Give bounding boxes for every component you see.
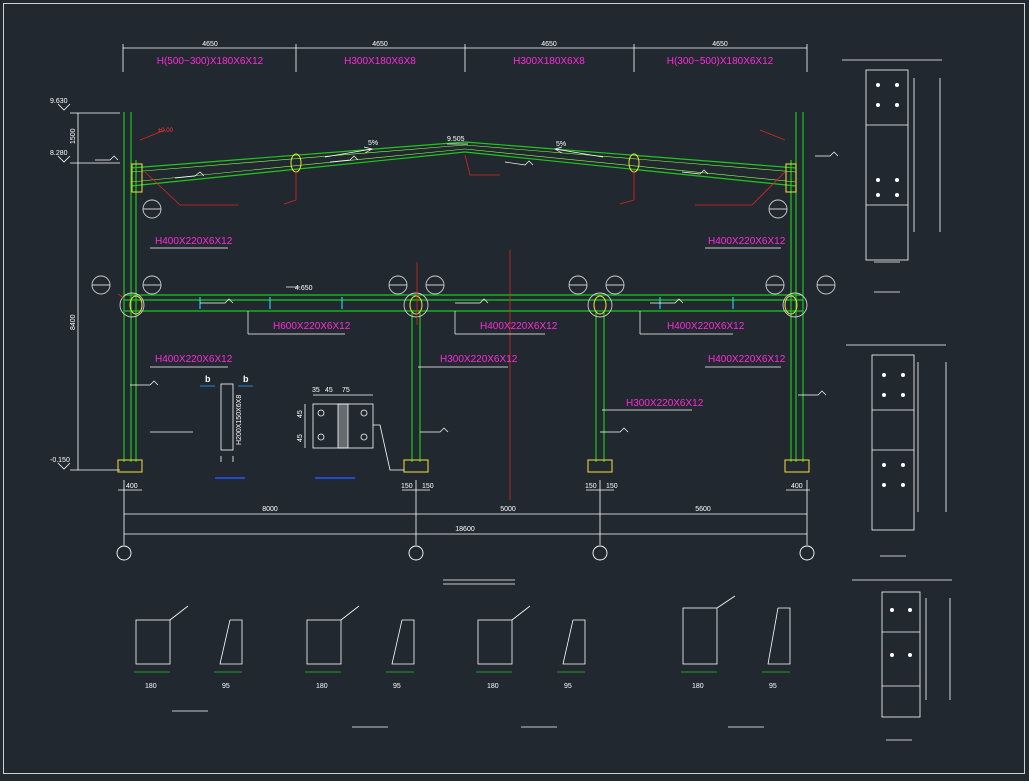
bottom-total: 18600 xyxy=(455,526,475,533)
label-underlines xyxy=(150,247,781,411)
elev-9630: 9.630 xyxy=(50,98,68,105)
top-dim-2: 4650 xyxy=(372,41,388,48)
bolted-joints xyxy=(117,153,810,473)
red-note-left: ±0.00 xyxy=(158,128,174,134)
label-beam-2: H400X220X6X12 xyxy=(480,321,558,332)
top-dim-3: 4650 xyxy=(541,41,557,48)
label-beam-3: H400X220X6X12 xyxy=(667,321,745,332)
section-circles xyxy=(91,199,836,318)
slope-left: 5% xyxy=(368,140,378,147)
detail-dim-8: 95 xyxy=(769,683,777,690)
detail-dim-4: 95 xyxy=(393,683,401,690)
label-col-left-lower: H400X220X6X12 xyxy=(155,354,233,365)
steel-frame xyxy=(123,112,804,462)
plate-dim-5: 45 xyxy=(297,434,304,442)
axis-bubbles xyxy=(116,545,815,561)
detail-dim-7: 180 xyxy=(692,683,704,690)
bottom-dim-150-c: 150 xyxy=(585,483,597,490)
left-dim-1500: 1500 xyxy=(70,128,77,144)
bottom-span-3: 5600 xyxy=(695,506,711,513)
detail-dim-5: 180 xyxy=(487,683,499,690)
weld-symbols xyxy=(95,151,839,433)
detail-dim-2: 95 xyxy=(222,683,230,690)
top-dimension-line xyxy=(122,44,808,72)
label-beam-1: H600X220X6X12 xyxy=(273,321,351,332)
detail-dim-6: 95 xyxy=(564,683,572,690)
left-dimension-line xyxy=(57,103,120,471)
bottom-dim-150-b: 150 xyxy=(422,483,434,490)
slope-arrows xyxy=(286,143,604,288)
ridge-elevation: 9.505 xyxy=(447,136,465,143)
bottom-dim-400-left: 400 xyxy=(126,483,138,490)
plate-dim-2: 45 xyxy=(325,387,333,394)
section-mark-b-right: b xyxy=(243,374,249,384)
bottom-dim-150-a: 150 xyxy=(401,483,413,490)
joint-detail-top xyxy=(842,59,942,293)
mid-elevation: 4.650 xyxy=(295,285,313,292)
bottom-dim-400-right: 400 xyxy=(791,483,803,490)
elev-minus-0150: -0.150 xyxy=(50,457,70,464)
label-col-right-upper: H400X220X6X12 xyxy=(708,236,786,247)
top-section-1: H(500~300)X180X6X12 xyxy=(157,56,264,67)
top-section-4: H(300~500)X180X6X12 xyxy=(667,56,774,67)
plate-dim-4: 45 xyxy=(297,410,304,418)
top-section-3: H300X180X6X8 xyxy=(513,56,585,67)
label-col-left-upper: H400X220X6X12 xyxy=(155,236,233,247)
elev-8280: 8.280 xyxy=(50,150,68,157)
red-leaders xyxy=(117,129,786,500)
label-inner-col-1: H300X220X6X12 xyxy=(440,354,518,365)
detail-bolts xyxy=(876,83,912,657)
detail-dim-3: 180 xyxy=(316,683,328,690)
slope-right: 5% xyxy=(556,141,566,148)
left-dim-8400: 8400 xyxy=(70,314,77,330)
plate-dim-1: 35 xyxy=(312,387,320,394)
plate-dim-3: 75 xyxy=(342,387,350,394)
joint-detail-bottom xyxy=(852,579,952,741)
label-col-right-lower: H400X220X6X12 xyxy=(708,354,786,365)
bottom-dim-150-d: 150 xyxy=(606,483,618,490)
label-inner-col-2: H300X220X6X12 xyxy=(626,398,704,409)
bottom-span-1: 8000 xyxy=(262,506,278,513)
top-dim-1: 4650 xyxy=(202,41,218,48)
purlin-section-detail xyxy=(150,383,253,479)
end-plate-detail xyxy=(304,394,404,479)
detail-dim-1: 180 xyxy=(145,683,157,690)
section-mark-b-left: b xyxy=(205,374,211,384)
stiffener-details xyxy=(135,595,791,728)
rafter-inner-lines xyxy=(130,144,797,183)
top-section-2: H300X180X6X8 xyxy=(344,56,416,67)
purlin-section-label: H200X150X6X8 xyxy=(236,395,243,445)
bottom-span-2: 5000 xyxy=(500,506,516,513)
joint-detail-middle xyxy=(846,344,947,557)
drawing-frame xyxy=(3,3,1025,774)
bottom-dimension-lines xyxy=(118,480,810,585)
top-dim-4: 4650 xyxy=(712,41,728,48)
